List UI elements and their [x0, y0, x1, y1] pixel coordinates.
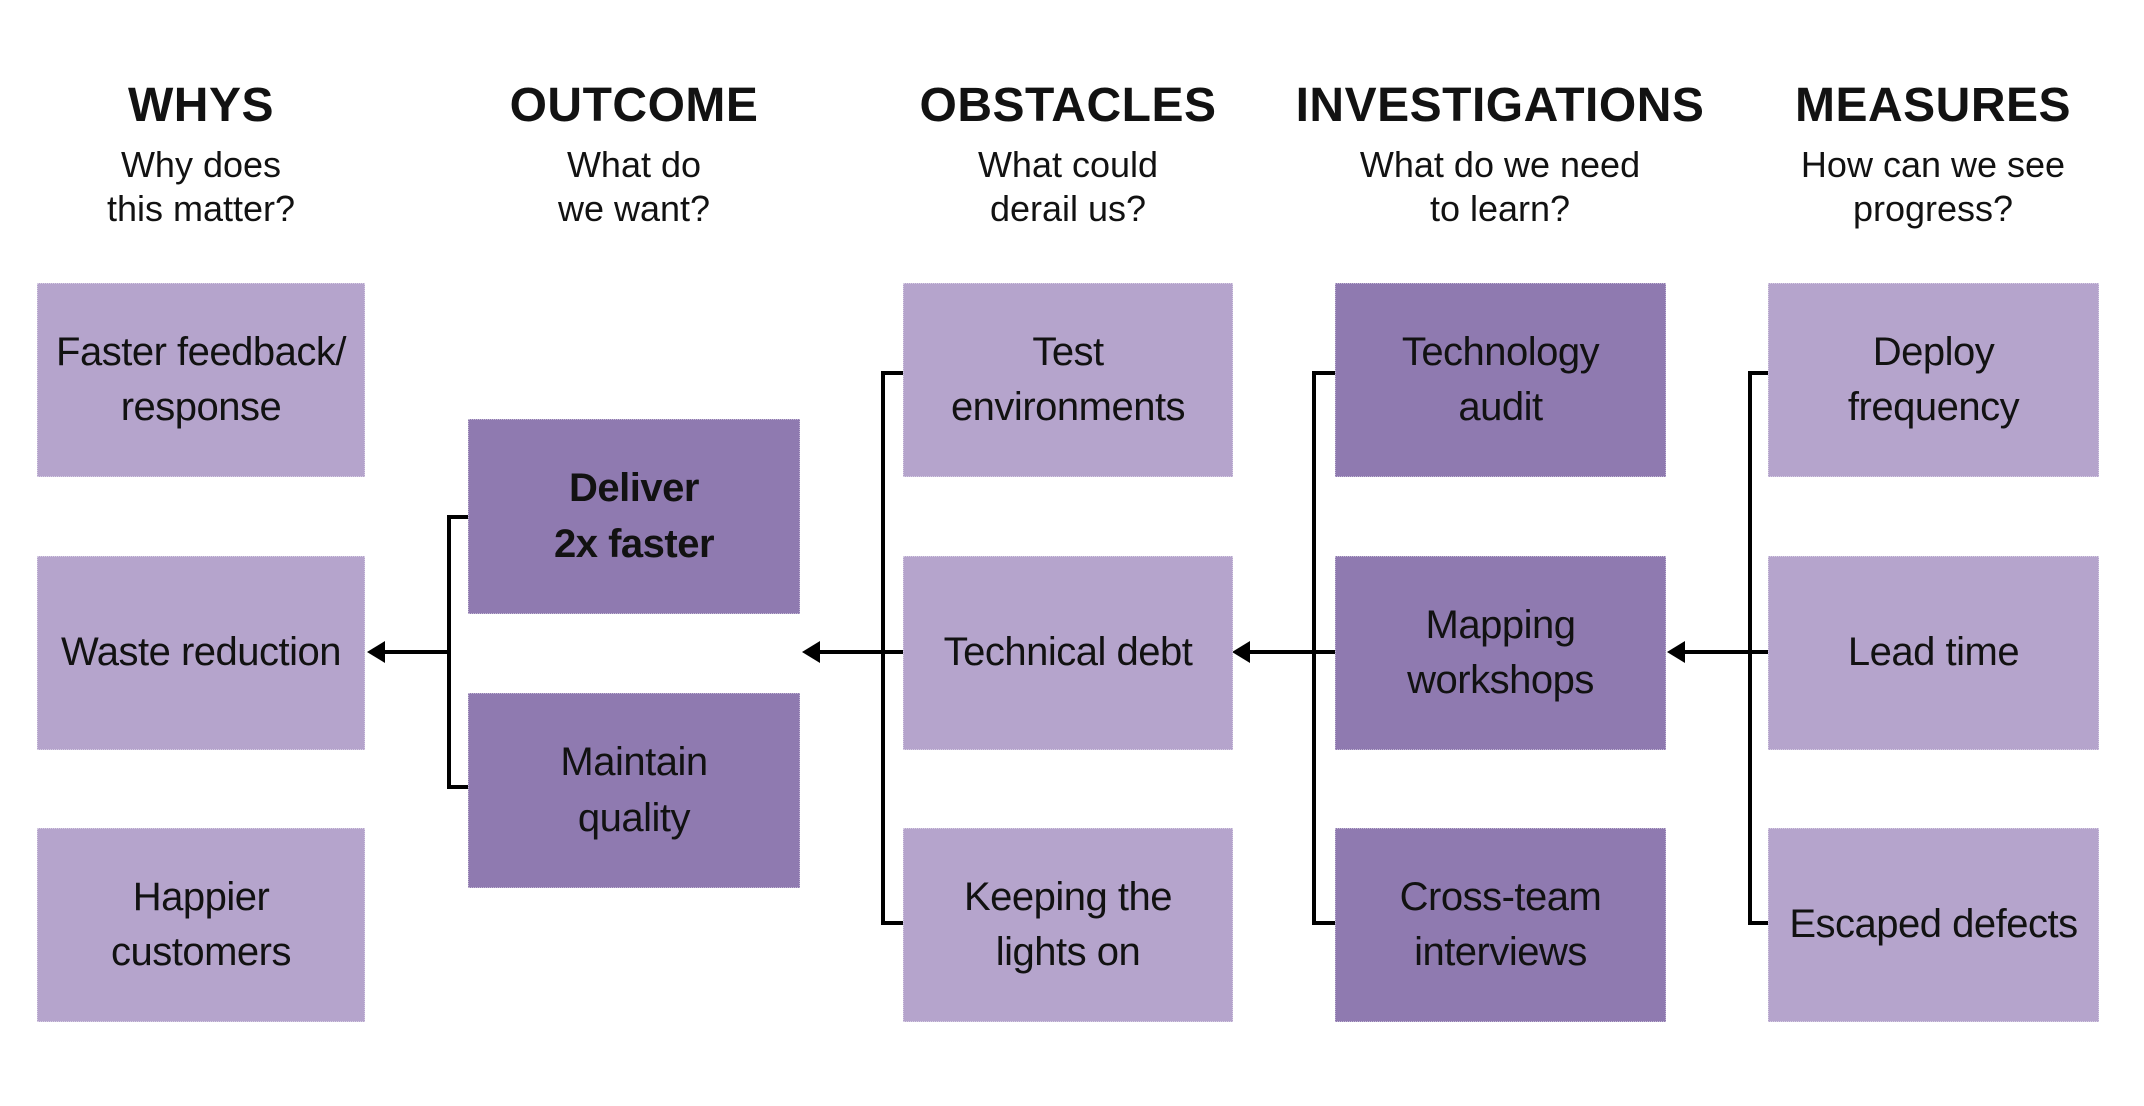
column-title: MEASURES: [1794, 79, 2072, 132]
box-label: Cross-team interviews: [1399, 874, 1602, 974]
box-label: Technology audit: [1401, 329, 1600, 429]
obstacles-bracket-line: [881, 371, 903, 925]
column-title: OUTCOME: [509, 79, 759, 132]
box-label: Deploy frequency: [1847, 329, 2020, 429]
box-technology-audit: Technology audit: [1335, 283, 1666, 477]
column-subtitle: What do we need to learn?: [1359, 143, 1641, 229]
outcome-to-whys-bracket: [367, 515, 468, 789]
column-header-investigations: INVESTIGATIONS What do we need to learn?: [1220, 79, 1780, 231]
column-subtitle: Why does this matter?: [106, 143, 296, 229]
column-subtitle: How can we see progress?: [1800, 143, 2066, 229]
box-label: Technical debt: [943, 630, 1193, 675]
box-lead-time: Lead time: [1768, 556, 2099, 750]
box-test-environments: Test environments: [903, 283, 1233, 477]
box-label: Mapping workshops: [1407, 602, 1594, 702]
box-label: Waste reduction: [60, 630, 342, 675]
box-deliver-2x-faster: Deliver 2x faster: [468, 419, 800, 614]
column-header-whys: WHYS Why does this matter?: [0, 79, 481, 231]
box-escaped-defects: Escaped defects: [1768, 828, 2099, 1022]
box-happier-customers: Happier customers: [37, 828, 365, 1022]
box-keeping-the-lights-on: Keeping the lights on: [903, 828, 1233, 1022]
box-deploy-frequency: Deploy frequency: [1768, 283, 2099, 477]
box-label: Keeping the lights on: [963, 874, 1173, 974]
box-label: Lead time: [1847, 630, 2020, 675]
outcome-bracket-line: [447, 515, 468, 789]
box-label: Test environments: [950, 329, 1186, 429]
box-technical-debt: Technical debt: [903, 556, 1233, 750]
column-subtitle: What do we want?: [557, 143, 711, 229]
box-waste-reduction: Waste reduction: [37, 556, 365, 750]
measures-to-investigations-bracket: [1667, 371, 1768, 925]
box-maintain-quality: Maintain quality: [468, 693, 800, 888]
box-faster-feedback-response: Faster feedback/ response: [37, 283, 365, 477]
box-label: Faster feedback/ response: [56, 329, 346, 429]
column-title: OBSTACLES: [919, 79, 1217, 132]
column-header-obstacles: OBSTACLES What could derail us?: [788, 79, 1348, 231]
investigations-bracket-line: [1312, 371, 1335, 925]
column-subtitle: What could derail us?: [977, 143, 1159, 229]
column-title: INVESTIGATIONS: [1295, 79, 1705, 132]
left-arrowhead-icon: [1667, 641, 1685, 663]
box-label: Maintain quality: [560, 740, 708, 840]
left-arrowhead-icon: [367, 641, 385, 663]
obstacles-to-outcome-bracket: [802, 371, 903, 925]
column-title: WHYS: [128, 79, 274, 132]
box-mapping-workshops: Mapping workshops: [1335, 556, 1666, 750]
left-arrowhead-icon: [802, 641, 820, 663]
box-label: Deliver 2x faster: [553, 466, 715, 566]
box-label: Escaped defects: [1789, 902, 2078, 947]
left-arrowhead-icon: [1232, 641, 1250, 663]
column-header-outcome: OUTCOME What do we want?: [354, 79, 914, 231]
box-label: Happier customers: [111, 874, 292, 974]
investigations-to-obstacles-bracket: [1232, 371, 1335, 925]
column-header-measures: MEASURES How can we see progress?: [1653, 79, 2144, 231]
measures-bracket-line: [1748, 371, 1768, 925]
box-cross-team-interviews: Cross-team interviews: [1335, 828, 1666, 1022]
